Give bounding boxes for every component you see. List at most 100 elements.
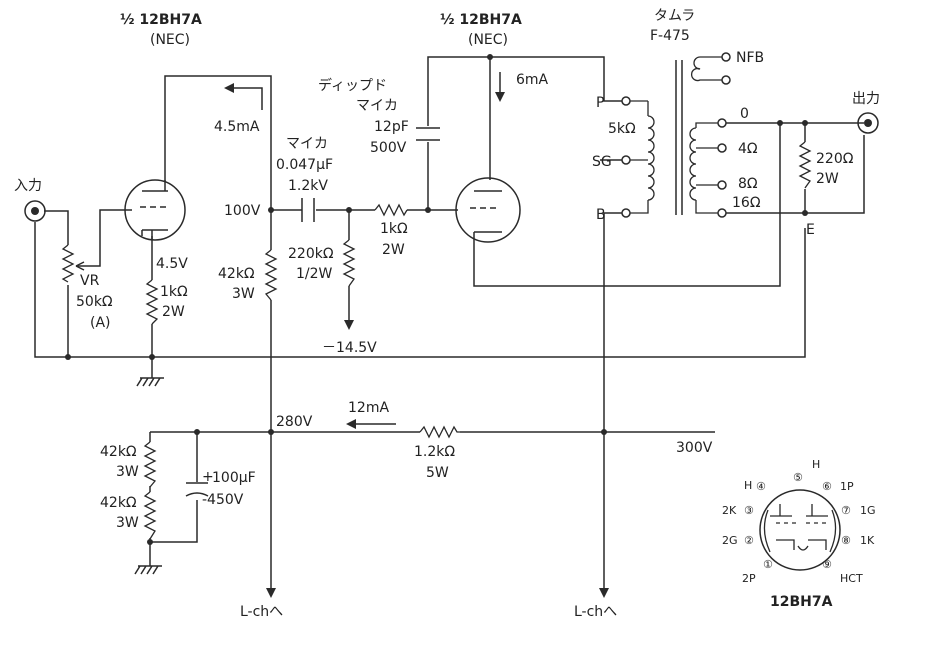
- rk1-value: 1kΩ: [160, 284, 188, 300]
- b-280-label: 280V: [276, 414, 313, 430]
- pin-4: ④: [756, 480, 766, 493]
- pin-5: ⑤: [793, 471, 803, 484]
- dipped-mica-line1: ディップド: [318, 77, 387, 94]
- current-arrow-stage2: [495, 72, 505, 102]
- coupling-capacitor: [301, 198, 315, 222]
- pin-label-2k: 2K: [722, 504, 737, 517]
- pin-label-hct: HCT: [840, 572, 863, 585]
- divider-resistor-top: [143, 441, 157, 488]
- xfmr-pin-0: 0: [740, 106, 749, 122]
- dipped-mica-value: 12pF: [374, 119, 409, 135]
- dipped-mica-capacitor: [416, 127, 440, 141]
- lch-label-2: L-chへ: [574, 604, 617, 620]
- divider-bottom-power: 3W: [116, 515, 139, 531]
- xfmr-pin-b: B: [596, 207, 606, 223]
- xfmr-pin-nfb: NFB: [736, 50, 764, 66]
- tube2-maker: (NEC): [468, 32, 508, 48]
- e-label: E: [806, 222, 815, 238]
- vr-value: 50kΩ: [76, 294, 113, 310]
- input-jack: [24, 200, 46, 222]
- cathode1-voltage: 4.5V: [156, 256, 188, 272]
- pin-label-h4: H: [744, 479, 752, 492]
- output-label: 出力: [852, 91, 880, 107]
- supply-resistor: [419, 425, 460, 439]
- output-load-resistor: [798, 141, 812, 189]
- supply-current: 12mA: [348, 400, 389, 416]
- pin-6: ⑥: [822, 480, 832, 493]
- rp1-power: 3W: [232, 286, 255, 302]
- pin-label-1p: 1P: [840, 480, 854, 493]
- tube1-maker: (NEC): [150, 32, 190, 48]
- output-jack: [857, 112, 879, 134]
- b-300-label: 300V: [676, 440, 713, 456]
- divider-top-value: 42kΩ: [100, 444, 137, 460]
- xfmr-model: F-475: [650, 28, 690, 44]
- supply-r-value: 1.2kΩ: [414, 444, 455, 460]
- lch-arrow-1: [266, 588, 276, 598]
- ground-symbol-2: [134, 565, 162, 575]
- current-arrow-supply: [346, 419, 396, 429]
- filter-cap-voltage: -450V: [202, 492, 244, 508]
- bias-voltage: －14.5V: [322, 340, 377, 356]
- pin-label-2g: 2G: [722, 534, 738, 547]
- stage2-current: 6mA: [516, 72, 549, 88]
- r-out-power: 2W: [816, 171, 839, 187]
- pin-8: ⑧: [841, 534, 851, 547]
- plate1-voltage: 100V: [224, 203, 261, 219]
- tube2-title: ½ 12BH7A: [440, 12, 522, 28]
- pinout-title: 12BH7A: [770, 594, 833, 610]
- vr-taper: (A): [90, 315, 111, 331]
- pin-3: ③: [744, 504, 754, 517]
- rk1-power: 2W: [162, 304, 185, 320]
- divider-top-power: 3W: [116, 464, 139, 480]
- grid-leak-resistor: [342, 239, 356, 330]
- coupling-cap-type: マイカ: [286, 136, 328, 152]
- coupling-cap-voltage: 1.2kV: [288, 178, 328, 194]
- tube1-symbol: [124, 179, 186, 241]
- pin-9: ⑨: [822, 558, 832, 571]
- pin-label-1g: 1G: [860, 504, 876, 517]
- rp1-value: 42kΩ: [218, 266, 255, 282]
- xfmr-pin-16: 16Ω: [732, 195, 761, 211]
- plate-resistor-1: [264, 249, 278, 301]
- filter-capacitor: [185, 482, 209, 497]
- input-label: 入力: [14, 178, 42, 194]
- pin-2: ②: [744, 534, 754, 547]
- coupling-cap-value: 0.047μF: [276, 157, 333, 173]
- dipped-mica-line2: マイカ: [356, 98, 398, 114]
- xfmr-pin-8: 8Ω: [738, 176, 758, 192]
- cathode-resistor-1: [145, 279, 159, 325]
- xfmr-pin-sg: SG: [592, 154, 612, 170]
- grid-stopper-value: 1kΩ: [380, 221, 408, 237]
- xfmr-impedance: 5kΩ: [608, 121, 636, 137]
- pin-label-h5: H: [812, 458, 820, 471]
- lch-label-1: L-chへ: [240, 604, 283, 620]
- pin-label-1k: 1K: [860, 534, 875, 547]
- divider-bottom-value: 42kΩ: [100, 495, 137, 511]
- r-out-value: 220Ω: [816, 151, 854, 167]
- vr-potentiometer: [61, 244, 85, 283]
- lch-arrow-2: [599, 588, 609, 598]
- xfmr-pin-4: 4Ω: [738, 141, 758, 157]
- grid-leak-value: 220kΩ: [288, 246, 334, 262]
- xfmr-pin-p: P: [596, 95, 604, 111]
- grid-stopper-power: 2W: [382, 242, 405, 258]
- junction-dots: [65, 54, 808, 545]
- dipped-mica-voltage: 500V: [370, 140, 407, 156]
- divider-resistor-bottom: [143, 491, 157, 540]
- tube2-symbol: [455, 177, 521, 243]
- output-transformer: [621, 52, 731, 218]
- current-arrow-stage1: [224, 83, 263, 110]
- wiring: [34, 56, 865, 590]
- ground-symbol-1: [136, 377, 164, 387]
- stage1-current: 4.5mA: [214, 119, 260, 135]
- grid-stopper-resistor: [374, 203, 408, 217]
- supply-r-power: 5W: [426, 465, 449, 481]
- filter-cap-polarity: +: [202, 469, 214, 485]
- xfmr-brand: タムラ: [654, 8, 695, 24]
- grid-leak-power: 1/2W: [296, 266, 333, 282]
- tube1-title: ½ 12BH7A: [120, 12, 202, 28]
- filter-cap-value: 100μF: [212, 470, 256, 486]
- pinout-diagram: [759, 489, 841, 571]
